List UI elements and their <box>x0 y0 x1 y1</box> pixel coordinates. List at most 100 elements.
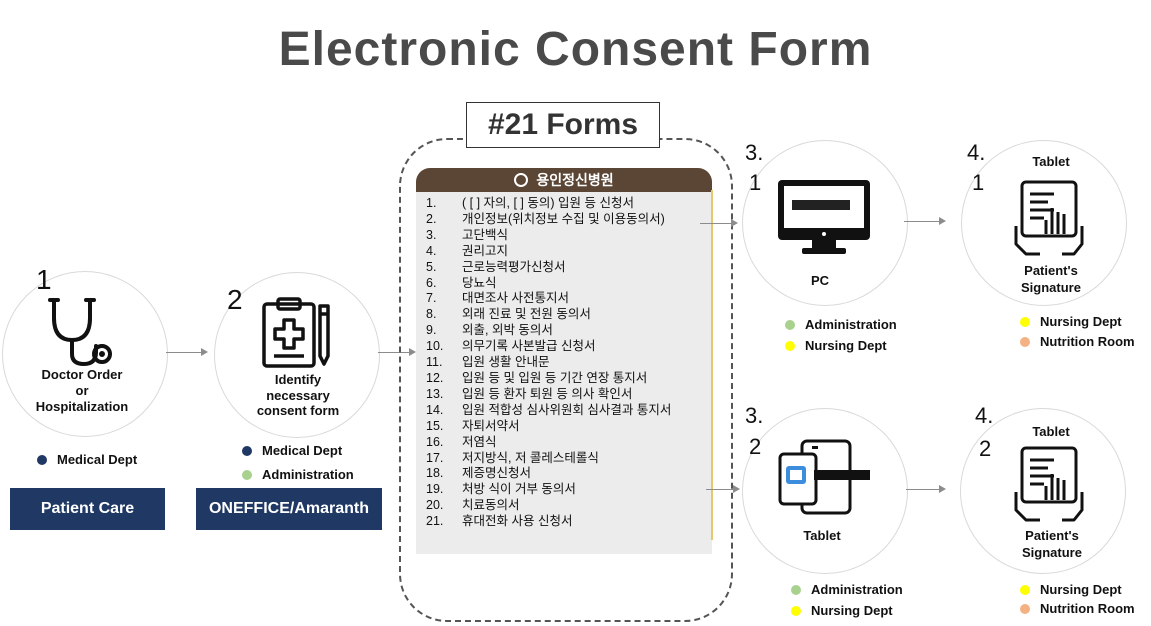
step4-1-top-label: Tablet <box>1032 154 1070 169</box>
legend-dot <box>242 469 252 480</box>
form-number: 7. <box>426 291 437 306</box>
form-number: 1. <box>426 196 437 210</box>
hospital-name: 용인정신병원 <box>536 172 614 188</box>
form-list-item: 13. 입원 등 환자 퇴원 등 의사 확인서 <box>426 387 712 403</box>
arrow-step2-to-forms <box>378 348 416 356</box>
arrow-pc-to-tablet-signature <box>904 217 946 225</box>
form-title: 입원 등 환자 퇴원 등 의사 확인서 <box>462 386 633 401</box>
form-title: 저염식 <box>462 434 497 449</box>
legend-label: Nutrition Room <box>1040 334 1135 349</box>
step3-2-legend-item: Administration <box>791 582 903 597</box>
legend-label: Administration <box>805 317 897 332</box>
legend-dot <box>785 340 795 351</box>
form-title: 대면조사 사전통지서 <box>462 291 569 306</box>
form-list-item: 12.입원 등 및 입원 등 기간 연장 통지서 <box>426 371 712 387</box>
form-number: 4. <box>426 243 437 258</box>
step4-2-label: Patient's Signature <box>1004 527 1100 561</box>
form-number: 9. <box>426 323 437 338</box>
arrow-step1-to-step2 <box>166 348 208 356</box>
hospital-logo-icon <box>514 173 529 187</box>
form-list-item: 3.고단백식 <box>426 228 712 244</box>
step4-2-subnumber: 2 <box>979 436 992 461</box>
form-list-item: 21. 휴대전화 사용 신청서 <box>426 514 712 530</box>
form-list-item: 8. 외래 진료 및 전원 동의서 <box>426 307 712 323</box>
form-list-item: 7. 대면조사 사전통지서 <box>426 291 712 307</box>
step4-1-subnumber: 1 <box>972 170 985 195</box>
step2-legend-item: Medical Dept <box>242 443 342 458</box>
legend-dot <box>1020 584 1030 595</box>
form-number: 17. <box>426 450 444 465</box>
form-title: 고단백식 <box>462 227 509 242</box>
step3-2-legend-item: Nursing Dept <box>791 603 893 618</box>
form-title: 처방 식이 거부 동의서 <box>462 482 576 497</box>
legend-dot <box>785 319 795 330</box>
patient-care-button[interactable]: Patient Care <box>10 488 165 530</box>
step2-legend-item: Administration <box>242 467 354 482</box>
form-number: 16. <box>426 434 444 449</box>
form-number: 21. <box>426 514 444 529</box>
form-title: 치료동의서 <box>462 498 520 513</box>
legend-label: Nursing Dept <box>811 603 893 618</box>
step4-2-circle <box>960 408 1126 574</box>
arrow-forms-to-tablet <box>706 485 740 493</box>
form-list-item: 18.제증명신청서 <box>426 466 712 482</box>
form-list-item: 1. ( [ ] 자의, [ ] 동의) 입원 등 신청서 <box>426 196 712 212</box>
form-number: 12. <box>426 370 444 385</box>
form-title: 외출, 외박 동의서 <box>462 323 553 338</box>
step3-1-subnumber: 1 <box>749 170 762 195</box>
form-list-item: 16. 저염식 <box>426 435 712 451</box>
form-list-item: 11.입원 생활 안내문 <box>426 355 712 371</box>
step4-2-top-label: Tablet <box>1032 424 1070 439</box>
step3-1-legend-item: Administration <box>785 317 897 332</box>
form-list-item: 6.당뇨식 <box>426 276 712 292</box>
form-title: 외래 진료 및 전원 동의서 <box>462 307 591 322</box>
form-list-item: 19. 처방 식이 거부 동의서 <box>426 482 712 498</box>
legend-label: Medical Dept <box>262 443 343 458</box>
form-number: 2. <box>426 211 437 226</box>
form-title: 자퇴서약서 <box>462 418 520 433</box>
legend-dot <box>1020 603 1030 614</box>
step3-2-number: 3. <box>745 403 764 428</box>
tablet-signature-icon <box>1014 180 1084 256</box>
step3-1-legend-item: Nursing Dept <box>785 338 887 353</box>
arrow-forms-to-pc <box>700 219 738 227</box>
step4-1-legend-item: Nutrition Room <box>1020 334 1135 349</box>
form-number: 13. <box>426 386 444 401</box>
form-number: 5. <box>426 259 437 274</box>
step4-1-label: Patient's Signature <box>1003 262 1099 296</box>
page-title: Electronic Consent Form <box>278 23 873 76</box>
form-list-item: 15.자퇴서약서 <box>426 419 712 435</box>
panel-side-accent <box>711 190 713 540</box>
form-number: 6. <box>426 275 437 290</box>
oneffice-amaranth-button[interactable]: ONEFFICE/Amaranth <box>196 488 382 530</box>
form-number: 19. <box>426 482 444 497</box>
step1-label-line: or <box>75 383 89 398</box>
form-number: 8. <box>426 307 437 322</box>
step1-label-line: Hospitalization <box>35 399 129 414</box>
form-title: ( [ ] 자의, [ ] 동의) 입원 등 신청서 <box>462 196 634 210</box>
legend-dot <box>1020 316 1030 327</box>
legend-dot <box>242 445 252 456</box>
form-list-item: 4. 권리고지 <box>426 244 712 260</box>
step4-2-label-line: Patient's <box>1025 528 1079 543</box>
legend-label: Nursing Dept <box>1040 314 1122 329</box>
legend-label: Nursing Dept <box>805 338 887 353</box>
arrow-tablet-to-tablet-signature <box>906 485 946 493</box>
medical-clipboard-icon <box>262 297 330 368</box>
forms-count-tag: #21 Forms <box>466 102 660 148</box>
step3-2-subnumber: 2 <box>749 434 762 459</box>
legend-label: Medical Dept <box>57 452 138 467</box>
step3-2-label: Tablet <box>803 528 841 543</box>
form-title: 입원 적합성 심사위원회 심사결과 통지서 <box>462 402 672 417</box>
form-title: 권리고지 <box>462 243 509 258</box>
step4-1-number: 4. <box>967 140 986 165</box>
legend-dot <box>791 605 801 616</box>
form-title: 휴대전화 사용 신청서 <box>462 514 573 529</box>
form-number: 14. <box>426 402 444 417</box>
step3-1-label: PC <box>810 273 830 288</box>
step2-label-line: necessary <box>266 387 330 403</box>
legend-label: Nursing Dept <box>1040 582 1122 597</box>
step4-2-label-line: Signature <box>1022 545 1082 560</box>
